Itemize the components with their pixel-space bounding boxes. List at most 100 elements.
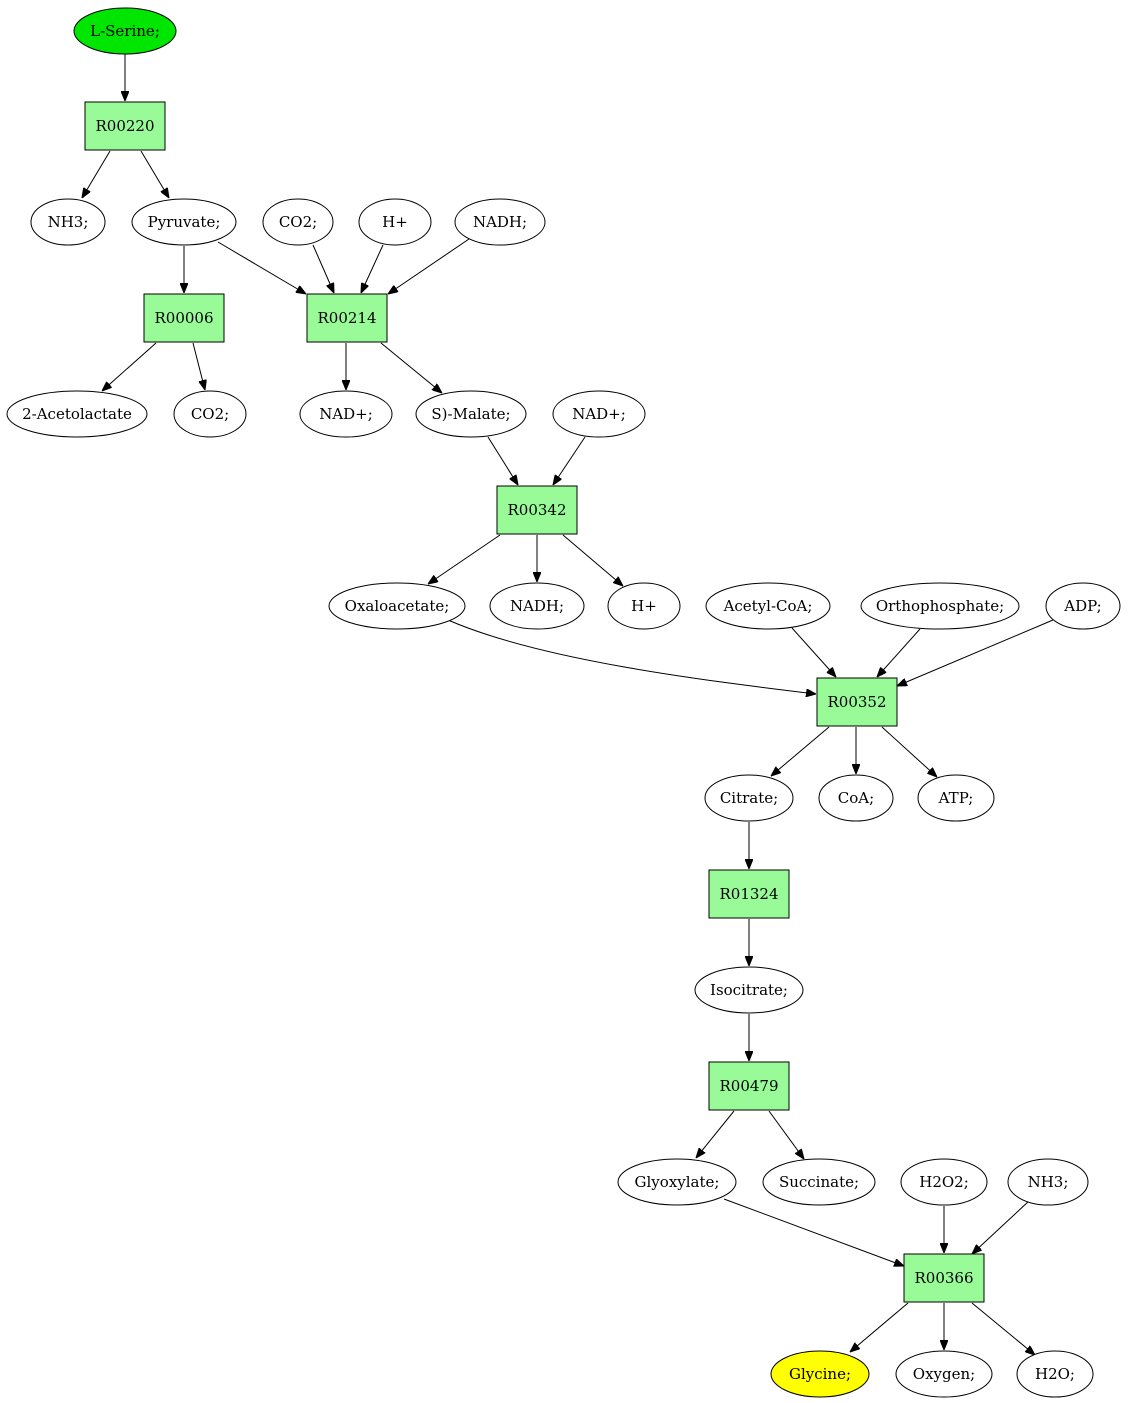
node-oxygen-label: Oxygen; xyxy=(913,1365,975,1383)
node-h2o2-label: H2O2; xyxy=(919,1173,969,1191)
node-nadh-mid[interactable]: NADH; xyxy=(489,582,585,630)
edge-glyoxylate-r00366 xyxy=(723,1198,904,1266)
edge-r00366-glycine xyxy=(850,1302,909,1352)
node-acetolactate-label: 2-Acetolactate xyxy=(22,405,132,423)
node-citrate[interactable]: Citrate; xyxy=(704,774,794,822)
reaction-nodes: R00220 R00006 R00214 R00342 R00352 R0132… xyxy=(84,101,985,1303)
node-r00006-label: R00006 xyxy=(154,309,213,327)
edge-acetylcoa-r00352 xyxy=(791,627,836,677)
edges xyxy=(82,54,1054,1355)
edge-r00006-acetolactate xyxy=(102,342,157,391)
node-glyoxylate[interactable]: Glyoxylate; xyxy=(617,1158,737,1206)
node-hplus-mid[interactable]: H+ xyxy=(607,582,681,630)
edge-r00214-smalate xyxy=(380,342,442,393)
node-lserine[interactable]: L-Serine; xyxy=(73,7,177,55)
compound-nodes: L-Serine; NH3; Pyruvate; CO2; H+ NADH; 2… xyxy=(6,7,1121,1398)
node-r00366-label: R00366 xyxy=(914,1269,973,1287)
node-succinate-label: Succinate; xyxy=(779,1173,859,1191)
edge-nadh-r00214 xyxy=(388,238,470,294)
node-r00479-label: R00479 xyxy=(719,1077,778,1095)
node-orthophosphate-label: Orthophosphate; xyxy=(876,597,1004,615)
node-isocitrate-label: Isocitrate; xyxy=(710,981,788,999)
node-r00342[interactable]: R00342 xyxy=(496,485,578,535)
node-atp-label: ATP; xyxy=(938,789,974,807)
node-nadh-top[interactable]: NADH; xyxy=(454,198,546,246)
node-hplus-top[interactable]: H+ xyxy=(358,198,432,246)
node-acetylcoa-label: Acetyl-CoA; xyxy=(723,597,813,615)
node-h2o[interactable]: H2O; xyxy=(1016,1350,1094,1398)
node-acetylcoa[interactable]: Acetyl-CoA; xyxy=(705,582,831,630)
node-r00220-label: R00220 xyxy=(95,117,154,135)
node-orthophosphate[interactable]: Orthophosphate; xyxy=(860,582,1020,630)
edge-smalate-r00342 xyxy=(487,436,518,485)
node-nadh-top-label: NADH; xyxy=(473,213,527,231)
node-lserine-label: L-Serine; xyxy=(90,22,160,40)
edge-r00366-h2o xyxy=(971,1302,1035,1355)
node-r01324[interactable]: R01324 xyxy=(708,869,790,919)
edge-nadplus-r00342 xyxy=(553,436,586,485)
node-coa-label: CoA; xyxy=(838,789,874,807)
edge-r00479-succinate xyxy=(768,1110,804,1159)
node-h2o-label: H2O; xyxy=(1035,1365,1075,1383)
node-hplus-top-label: H+ xyxy=(382,213,408,231)
node-glycine[interactable]: Glycine; xyxy=(770,1350,870,1398)
node-r00366[interactable]: R00366 xyxy=(903,1253,985,1303)
edge-r00220-pyruvate xyxy=(140,150,169,198)
node-smalate[interactable]: S)-Malate; xyxy=(415,390,527,438)
node-oxygen[interactable]: Oxygen; xyxy=(895,1350,993,1398)
node-r00006[interactable]: R00006 xyxy=(143,293,225,343)
edge-pyruvate-r00214 xyxy=(217,241,306,294)
node-adp[interactable]: ADP; xyxy=(1045,582,1121,630)
node-r01324-label: R01324 xyxy=(719,885,778,903)
node-r00342-label: R00342 xyxy=(507,501,566,519)
node-glycine-label: Glycine; xyxy=(789,1365,851,1383)
node-co2-top[interactable]: CO2; xyxy=(262,198,334,246)
node-co2-mid[interactable]: CO2; xyxy=(173,390,247,438)
edge-co2-r00214 xyxy=(312,244,334,293)
node-smalate-label: S)-Malate; xyxy=(431,405,510,423)
edge-r00342-hplus xyxy=(562,534,623,586)
node-citrate-label: Citrate; xyxy=(720,789,778,807)
node-glyoxylate-label: Glyoxylate; xyxy=(635,1173,720,1191)
edge-r00352-atp xyxy=(881,726,937,777)
node-adp-label: ADP; xyxy=(1063,597,1101,615)
edge-nh3-r00366 xyxy=(972,1200,1030,1254)
node-nadplus-left-label: NAD+; xyxy=(319,405,373,423)
node-nh3-bottom[interactable]: NH3; xyxy=(1007,1158,1089,1206)
edge-r00220-nh3 xyxy=(82,150,111,198)
edge-orthophosphate-r00352 xyxy=(877,628,921,677)
node-oxaloacetate[interactable]: Oxaloacetate; xyxy=(328,582,466,630)
node-r00220[interactable]: R00220 xyxy=(84,101,166,151)
node-nh3[interactable]: NH3; xyxy=(30,198,106,246)
node-succinate[interactable]: Succinate; xyxy=(762,1158,876,1206)
node-nadh-mid-label: NADH; xyxy=(510,597,564,615)
node-acetolactate[interactable]: 2-Acetolactate xyxy=(6,390,148,438)
edge-oxaloacetate-r00352 xyxy=(447,619,816,694)
node-r00352-label: R00352 xyxy=(827,693,886,711)
node-isocitrate[interactable]: Isocitrate; xyxy=(694,966,804,1014)
node-pyruvate-label: Pyruvate; xyxy=(148,213,221,231)
node-nadplus-right-label: NAD+; xyxy=(572,405,626,423)
node-oxaloacetate-label: Oxaloacetate; xyxy=(345,597,450,615)
node-nh3-bottom-label: NH3; xyxy=(1028,1173,1069,1191)
node-pyruvate[interactable]: Pyruvate; xyxy=(131,198,237,246)
node-co2-mid-label: CO2; xyxy=(191,405,229,423)
node-co2-top-label: CO2; xyxy=(279,213,317,231)
edge-r00006-co2 xyxy=(192,342,205,390)
edge-hplus-r00214 xyxy=(361,244,384,293)
node-r00352[interactable]: R00352 xyxy=(816,677,898,727)
node-atp[interactable]: ATP; xyxy=(917,774,995,822)
node-r00479[interactable]: R00479 xyxy=(708,1061,790,1111)
edge-r00352-citrate xyxy=(771,726,830,776)
node-r00214[interactable]: R00214 xyxy=(306,293,388,343)
node-hplus-mid-label: H+ xyxy=(631,597,657,615)
node-coa[interactable]: CoA; xyxy=(818,774,894,822)
node-nh3-label: NH3; xyxy=(48,213,89,231)
node-nadplus-left[interactable]: NAD+; xyxy=(299,390,393,438)
node-nadplus-right[interactable]: NAD+; xyxy=(552,390,646,438)
node-h2o2[interactable]: H2O2; xyxy=(900,1158,988,1206)
node-r00214-label: R00214 xyxy=(317,309,376,327)
edge-r00342-oxaloacetate xyxy=(428,534,501,584)
